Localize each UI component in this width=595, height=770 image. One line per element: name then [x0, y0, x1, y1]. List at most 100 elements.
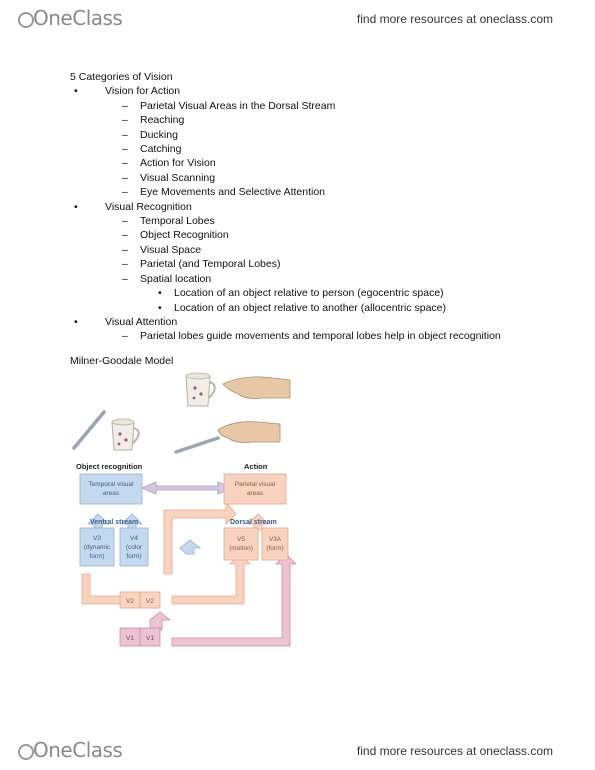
parietal-areas-line2: areas [247, 490, 264, 497]
parietal-areas-line1: Parietal visual [235, 481, 276, 488]
dash-bullet-icon: – [122, 243, 128, 256]
v2-label-right: V2 [146, 598, 154, 605]
outline-text: Temporal Lobes [140, 215, 215, 228]
dash-bullet-icon: – [122, 114, 128, 127]
v3-box [79, 527, 115, 567]
v5-label: V5 [237, 536, 245, 543]
v4-sub1: (color [126, 544, 143, 551]
outline-text: Reaching [140, 114, 185, 127]
outline-text: Location of an object relative to anothe… [174, 301, 446, 314]
outline-item-level2: –Visual Scanning [70, 171, 501, 185]
outline-item-level2: –Action for Vision [70, 156, 501, 170]
outline-text: Visual Recognition [105, 200, 192, 213]
outline-text: Ducking [140, 128, 178, 141]
outline-text: Location of an object relative to person… [174, 287, 444, 300]
temporal-visual-areas-box [79, 473, 143, 505]
dot-bullet-icon: • [158, 301, 162, 314]
dash-bullet-icon: – [122, 258, 128, 271]
logo-text: OneClass [33, 6, 123, 30]
logo-o-icon [18, 12, 34, 28]
v3a-label: V3A [269, 536, 282, 543]
page-header: OneClass find more resources at oneclass… [0, 6, 595, 36]
temporal-areas-line1: Temporal visual [88, 481, 134, 488]
dash-bullet-icon: – [122, 215, 128, 228]
outline-text: Parietal lobes guide movements and tempo… [140, 330, 501, 343]
v3-sub2: form) [89, 553, 104, 560]
dash-bullet-icon: – [122, 272, 128, 285]
footer-resources-link[interactable]: find more resources at oneclass.com [356, 744, 553, 758]
outline-item-level2: –Eye Movements and Selective Attention [70, 185, 501, 199]
milner-goodale-figure: Object recognition Action Temporal visua… [72, 372, 297, 647]
outline-text: Eye Movements and Selective Attention [140, 186, 326, 199]
v5-box [223, 527, 259, 561]
v3-label: V3 [93, 535, 101, 542]
outline-item-level1: Vision for Action [70, 84, 501, 99]
outline-text: Vision for Action [105, 85, 181, 98]
outline-item-level2: –Parietal Visual Areas in the Dorsal Str… [70, 99, 501, 113]
model-title: Milner-Goodale Model [70, 355, 174, 367]
v4-sub2: form) [126, 553, 141, 560]
outline-item-level2: –Catching [70, 142, 501, 156]
dash-bullet-icon: – [122, 171, 128, 184]
outline-item-level2: –Visual Space [70, 243, 501, 257]
outline-item-level2: –Object Recognition [70, 228, 501, 242]
dash-bullet-icon: – [122, 99, 128, 112]
v5-sub: (motion) [229, 545, 253, 552]
v2-box-right [139, 591, 161, 609]
outline-text: Action for Vision [140, 157, 216, 170]
outline-text: Object Recognition [140, 229, 229, 242]
dash-bullet-icon: – [122, 330, 128, 343]
outline-item-level2: –Parietal (and Temporal Lobes) [70, 257, 501, 271]
oneclass-logo[interactable]: OneClass [18, 6, 123, 30]
dash-bullet-icon: – [122, 143, 128, 156]
pen-image-left [72, 410, 106, 450]
mug-image-left [111, 418, 140, 451]
dorsal-stream-label: Dorsal stream [230, 519, 277, 526]
v3a-box [261, 527, 289, 561]
dash-bullet-icon: – [122, 186, 128, 199]
outline-text: Spatial location [140, 272, 212, 285]
outline-text: Catching [140, 143, 182, 156]
logo-o-icon [18, 744, 34, 760]
mug-image-top [185, 372, 216, 407]
outline-item-level3: • Location of an object relative to anoth… [70, 301, 501, 315]
action-label: Action [244, 462, 268, 471]
v4-box [119, 527, 149, 567]
ventral-stream-label: Ventral stream [90, 519, 138, 526]
v1-label-left: V1 [126, 635, 134, 642]
dash-bullet-icon: – [122, 229, 128, 242]
outline-item-level2: –Ducking [70, 128, 501, 142]
temporal-areas-line2: areas [103, 490, 120, 497]
dash-bullet-icon: – [122, 128, 128, 141]
outline-item-level3: • Location of an object relative to perso… [70, 286, 501, 300]
v1-box-right [139, 627, 161, 647]
v3a-sub: (form) [266, 545, 283, 552]
outline-item-level2: –Spatial location [70, 272, 501, 286]
v4-label: V4 [130, 535, 138, 542]
outline-item-level1: Visual Recognition [70, 200, 501, 215]
page-footer: OneClass find more resources at oneclass… [0, 738, 595, 768]
header-resources-link[interactable]: find more resources at oneclass.com [356, 12, 553, 26]
outline: 5 Categories of Vision Vision for Action… [70, 70, 501, 344]
dot-bullet-icon: • [158, 287, 162, 300]
outline-text: Visual Attention [105, 315, 178, 328]
logo-text: OneClass [33, 738, 123, 762]
outline-text: Parietal (and Temporal Lobes) [140, 258, 281, 271]
outline-heading: 5 Categories of Vision [70, 71, 173, 83]
dash-bullet-icon: – [122, 157, 128, 170]
parietal-visual-areas-box [223, 473, 287, 505]
pen-image-right [174, 436, 220, 454]
oneclass-logo-footer[interactable]: OneClass [18, 738, 123, 762]
outline-text: Parietal Visual Areas in the Dorsal Stre… [140, 99, 336, 112]
v2-label-left: V2 [126, 598, 134, 605]
hand-image-top [222, 376, 291, 399]
v3-sub1: (dynamic [84, 544, 111, 551]
outline-item-level2: –Parietal lobes guide movements and temp… [70, 329, 501, 343]
hand-image-right [217, 421, 281, 443]
outline-item-level1: Visual Attention [70, 315, 501, 330]
outline-text: Visual Scanning [140, 171, 216, 184]
v1-label-right: V1 [146, 635, 154, 642]
object-recognition-label: Object recognition [76, 462, 143, 471]
outline-text: Visual Space [140, 243, 202, 256]
outline-item-level2: –Reaching [70, 113, 501, 127]
